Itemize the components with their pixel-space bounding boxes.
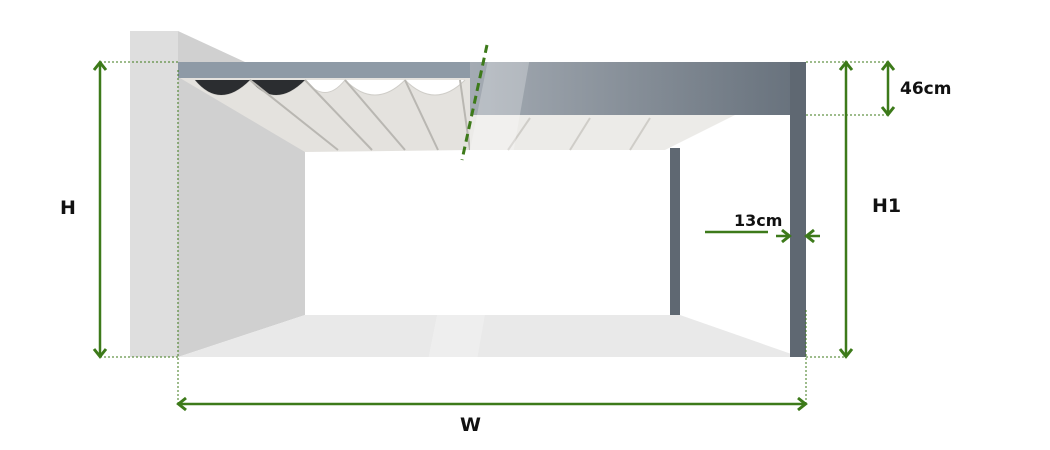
height-label: H [60,197,76,219]
width-label: W [460,414,481,436]
section-cut-line [460,44,489,161]
floor [178,315,800,357]
wall [130,31,178,357]
glare [420,0,540,400]
beam-height-label: 46cm [900,79,952,99]
front-post [790,62,806,357]
front-beam [178,62,478,78]
canopy-ribs [249,79,471,151]
side-beam [470,62,806,115]
canopy-fabric [180,78,470,152]
post-height-label: H1 [872,195,902,217]
post-width-label: 13cm [734,211,783,230]
canopy-fabric-right [470,115,735,150]
back-post [670,148,680,315]
